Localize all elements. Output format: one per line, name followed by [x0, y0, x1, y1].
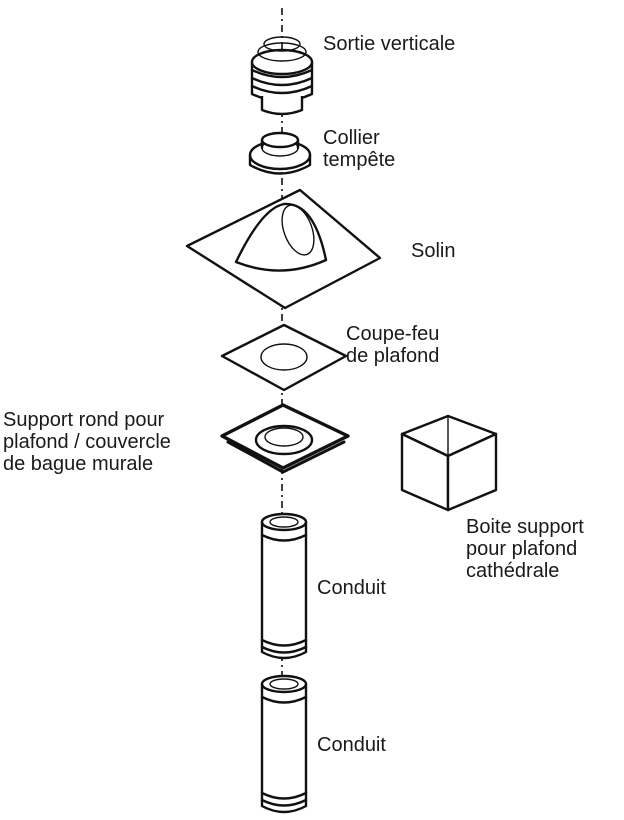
label-firestop: Coupe-feu de plafond	[346, 323, 440, 367]
label-flashing: Solin	[411, 240, 456, 262]
label-round-support: Support rond pour plafond / couvercle de…	[3, 409, 171, 475]
flashing-part	[185, 188, 382, 310]
label-vertical-outlet: Sortie verticale	[323, 33, 456, 55]
vertical-outlet-part	[250, 36, 314, 116]
pipe-2-part	[260, 674, 308, 814]
storm-collar-part	[248, 131, 312, 175]
label-pipe-2: Conduit	[317, 734, 386, 756]
cathedral-support-box-part	[400, 414, 498, 512]
label-pipe-1: Conduit	[317, 577, 386, 599]
pipe-1-part	[260, 512, 308, 660]
firestop-part	[220, 323, 348, 392]
label-cathedral-box: Boite support pour plafond cathédrale	[466, 516, 584, 582]
round-support-part	[220, 403, 350, 474]
label-storm-collar: Collier tempête	[323, 127, 396, 171]
